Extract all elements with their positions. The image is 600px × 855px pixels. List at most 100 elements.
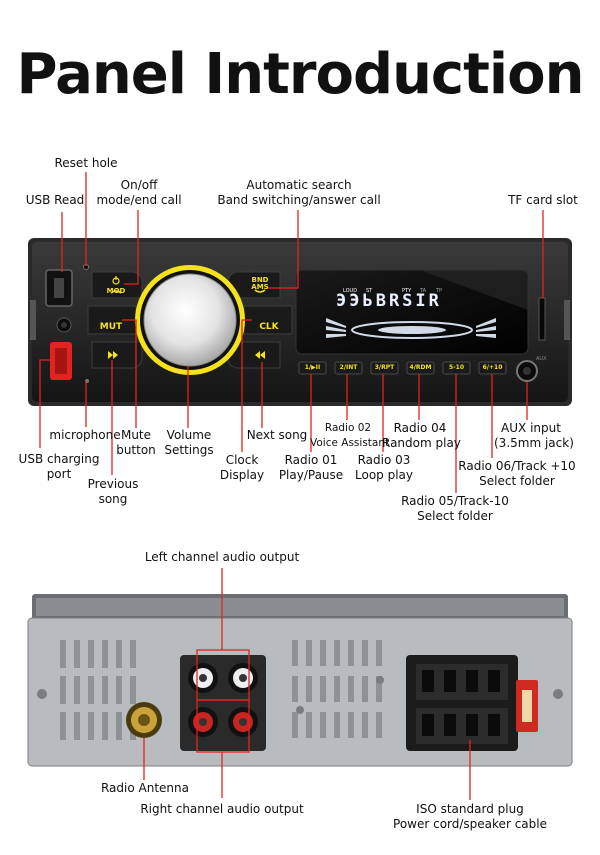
mod-button-label[interactable]: MOD	[106, 287, 126, 295]
ams-button-label[interactable]: AMS	[251, 283, 269, 291]
vent-slot	[362, 712, 368, 738]
label-microphone: microphone	[49, 428, 121, 442]
label-radio06-2: Select folder	[479, 474, 555, 488]
label-radio05-1: Radio 05/Track-10	[401, 494, 509, 508]
label-radio03-2: Loop play	[355, 468, 413, 482]
label-reset-hole: Reset hole	[54, 156, 118, 170]
label-radio03-1: Radio 03	[357, 453, 411, 467]
vent-slot	[88, 676, 94, 704]
tf-card-slot	[538, 297, 546, 341]
rear-leader-lines	[143, 568, 471, 800]
label-radio01-1: Radio 01	[284, 453, 338, 467]
vent-slot	[74, 676, 80, 704]
iso-connector	[406, 655, 538, 751]
vent-slot	[116, 712, 122, 740]
mut-button-label[interactable]: MUT	[99, 322, 123, 332]
label-auto-search-1: Automatic search	[246, 178, 352, 192]
bnd-button-label[interactable]: BND	[251, 276, 269, 284]
label-radio04-2: Random play	[382, 436, 461, 450]
preset-label-radio05[interactable]: 5-10	[448, 364, 464, 371]
preset-button-radio04[interactable]	[406, 361, 435, 375]
rear-panel-illustration	[27, 594, 573, 767]
preset-label-radio01[interactable]: 1/▶II	[304, 364, 321, 371]
preset-button-radio02[interactable]	[334, 361, 363, 375]
label-radio01-2: Play/Pause	[278, 468, 344, 482]
preset-label-radio04[interactable]: 4/RDM	[409, 364, 432, 371]
vent-slot	[292, 676, 298, 702]
vent-slot	[334, 640, 340, 666]
iso-pin	[422, 714, 434, 736]
vent-slot	[102, 676, 108, 704]
front-leader-lines	[39, 172, 544, 493]
vent-slot	[376, 676, 382, 702]
display-segment-text: ЭЭЬBRSIR	[336, 291, 442, 311]
aux-mark: AUX	[536, 356, 547, 362]
iso-pin	[422, 670, 434, 692]
vent-slot	[88, 640, 94, 668]
preset-button-radio03[interactable]	[370, 361, 399, 375]
vent-slot	[292, 640, 298, 666]
label-radio04-1: Radio 04	[393, 421, 447, 435]
iso-pin	[466, 670, 478, 692]
vent-slot	[116, 640, 122, 668]
vent-slot	[60, 640, 66, 668]
vent-slot	[320, 676, 326, 702]
label-volume-1: Volume	[166, 428, 212, 442]
vent-slot	[306, 676, 312, 702]
volume-knob	[143, 273, 237, 367]
label-mute-2: button	[116, 443, 156, 457]
vent-slot	[60, 712, 66, 740]
preset-label-radio03[interactable]: 3/RPT	[374, 364, 395, 371]
label-previous-2: song	[98, 492, 128, 506]
vent-slot	[362, 676, 368, 702]
label-next-song: Next song	[246, 428, 308, 442]
rca-jacks	[180, 655, 266, 751]
preset-label-radio02[interactable]: 2/INT	[339, 364, 358, 371]
label-right-channel-audio: Right channel audio output	[140, 802, 304, 816]
label-onoff-1: On/off	[120, 178, 158, 192]
preset-button-radio01[interactable]	[298, 361, 327, 375]
label-iso-plug-2: Power cord/speaker cable	[393, 817, 547, 831]
iso-pin	[488, 670, 500, 692]
vent-slot	[74, 640, 80, 668]
preset-label-radio06[interactable]: 6/+10	[482, 364, 503, 371]
iso-pin	[444, 714, 456, 736]
vent-slot	[348, 640, 354, 666]
page-title: Panel Introduction	[16, 42, 585, 107]
label-radio06-1: Radio 06/Track +10	[458, 459, 576, 473]
display-indicator-st: ST	[366, 288, 373, 294]
vent-slot	[88, 712, 94, 740]
label-clock-1: Clock	[225, 453, 259, 467]
bnd-ams-button	[227, 271, 281, 299]
display-indicator-loud: LOUD	[343, 288, 358, 294]
label-iso-plug-1: ISO standard plug	[416, 802, 524, 816]
vent-slot	[348, 676, 354, 702]
clk-button-label[interactable]: CLK	[259, 322, 279, 332]
phone-answer-icon	[254, 289, 266, 293]
vent-slot	[306, 640, 312, 666]
vent-slot	[376, 640, 382, 666]
label-onoff-2: mode/end call	[96, 193, 182, 207]
vent-slot	[102, 640, 108, 668]
label-aux-1: AUX input	[501, 421, 561, 435]
vent-slot	[306, 712, 312, 738]
label-aux-2: (3.5mm jack)	[494, 436, 574, 450]
vent-slot	[116, 676, 122, 704]
iso-pin	[444, 670, 456, 692]
label-radio02-2: Voice Assistant	[310, 437, 390, 449]
label-clock-2: Display	[219, 468, 265, 482]
label-left-channel-audio: Left channel audio output	[144, 550, 300, 564]
vent-slot	[334, 676, 340, 702]
vent-slot	[348, 712, 354, 738]
vent-slot	[334, 712, 340, 738]
label-radio05-2: Select folder	[417, 509, 493, 523]
phone-hangup-icon	[110, 290, 122, 294]
label-radio02-1: Radio 02	[324, 422, 372, 434]
vent-slot	[130, 676, 136, 704]
vent-slot	[74, 712, 80, 740]
next-track-icon	[255, 351, 265, 359]
display-indicator-tp: TP	[436, 288, 443, 294]
label-volume-2: Settings	[164, 443, 214, 457]
iso-pin	[488, 714, 500, 736]
